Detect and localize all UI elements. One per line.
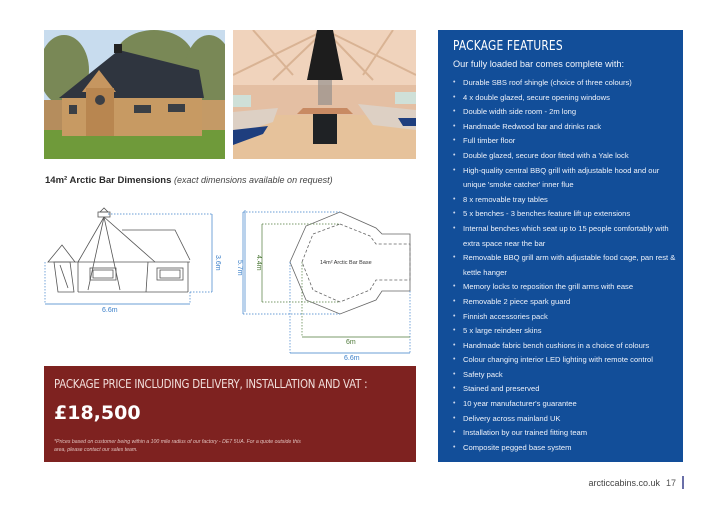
cabin-exterior-image (44, 30, 225, 159)
price-value: £18,500 (54, 402, 141, 424)
feature-item: 5 x large reindeer skins (453, 324, 681, 339)
features-list: Durable SBS roof shingle (choice of thre… (453, 76, 681, 455)
feature-item: Removable 2 piece spark guard (453, 295, 681, 310)
feature-item: Delivery across mainland UK (453, 412, 681, 427)
elevation-overall-height-label: 5.7m (236, 260, 243, 276)
page-marker-bar (682, 476, 684, 489)
dimensions-title: 14m² Arctic Bar Dimensions (45, 175, 172, 186)
plan-depth-label: 4.4m (255, 255, 262, 271)
interior-photo (233, 30, 416, 159)
feature-item: Internal benches which seat up to 15 peo… (453, 222, 681, 251)
feature-item: Double width side room - 2m long (453, 105, 681, 120)
package-features-panel: PACKAGE FEATURES Our fully loaded bar co… (438, 30, 683, 462)
feature-item: Removable BBQ grill arm with adjustable … (453, 251, 681, 280)
feature-item: Handmade fabric bench cushions in a choi… (453, 339, 681, 354)
plan-base-label: 14m² Arctic Bar Base (320, 260, 372, 266)
feature-item: Handmade Redwood bar and drinks rack (453, 120, 681, 135)
website-link[interactable]: arcticcabins.co.uk (588, 478, 660, 488)
feature-item: Composite pegged base system (453, 441, 681, 456)
dimensions-heading: 14m² Arctic Bar Dimensions (exact dimens… (45, 175, 333, 186)
feature-item: Durable SBS roof shingle (choice of thre… (453, 76, 681, 91)
feature-item: Memory locks to reposition the grill arm… (453, 280, 681, 295)
price-panel: PACKAGE PRICE INCLUDING DELIVERY, INSTAL… (44, 366, 416, 462)
price-heading: PACKAGE PRICE INCLUDING DELIVERY, INSTAL… (54, 376, 368, 391)
page-footer: arcticcabins.co.uk 17 (588, 476, 684, 489)
cabin-interior-image (233, 30, 416, 159)
elevation-height-label: 3.6m (214, 255, 221, 271)
plan-drawing: 14m² Arctic Bar Base 4.4m 6m 6.6m (238, 200, 420, 365)
cabin-elevation-diagram: 3.6m 5.7m 6.6m (44, 207, 246, 314)
feature-item: High-quality central BBQ grill with adju… (453, 164, 681, 193)
plan-outer-width-label: 6.6m (344, 355, 360, 362)
plan-inner-width-label: 6m (346, 339, 356, 346)
feature-item: Finnish accessories pack (453, 310, 681, 325)
exterior-photo (44, 30, 225, 159)
elevation-width-label: 6.6m (102, 307, 118, 314)
cabin-base-plan-diagram: 14m² Arctic Bar Base 4.4m 6m 6.6m (242, 211, 411, 362)
feature-item: 10 year manufacturer's guarantee (453, 397, 681, 412)
feature-item: Full timber floor (453, 134, 681, 149)
elevation-drawing: 3.6m 5.7m 6.6m (40, 200, 255, 320)
feature-item: 4 x double glazed, secure opening window… (453, 91, 681, 106)
dimensions-note: (exact dimensions available on request) (174, 175, 333, 185)
features-title: PACKAGE FEATURES (453, 39, 563, 54)
feature-item: Safety pack (453, 368, 681, 383)
feature-item: Installation by our trained fitting team (453, 426, 681, 441)
page-number: 17 (665, 478, 676, 488)
feature-item: 8 x removable tray tables (453, 193, 681, 208)
features-intro: Our fully loaded bar comes complete with… (453, 59, 625, 69)
feature-item: 5 x benches - 3 benches feature lift up … (453, 207, 681, 222)
feature-item: Stained and preserved (453, 382, 681, 397)
price-footnote: *Prices based on customer being within a… (54, 439, 301, 453)
feature-item: Double glazed, secure door fitted with a… (453, 149, 681, 164)
feature-item: Colour changing interior LED lighting wi… (453, 353, 681, 368)
